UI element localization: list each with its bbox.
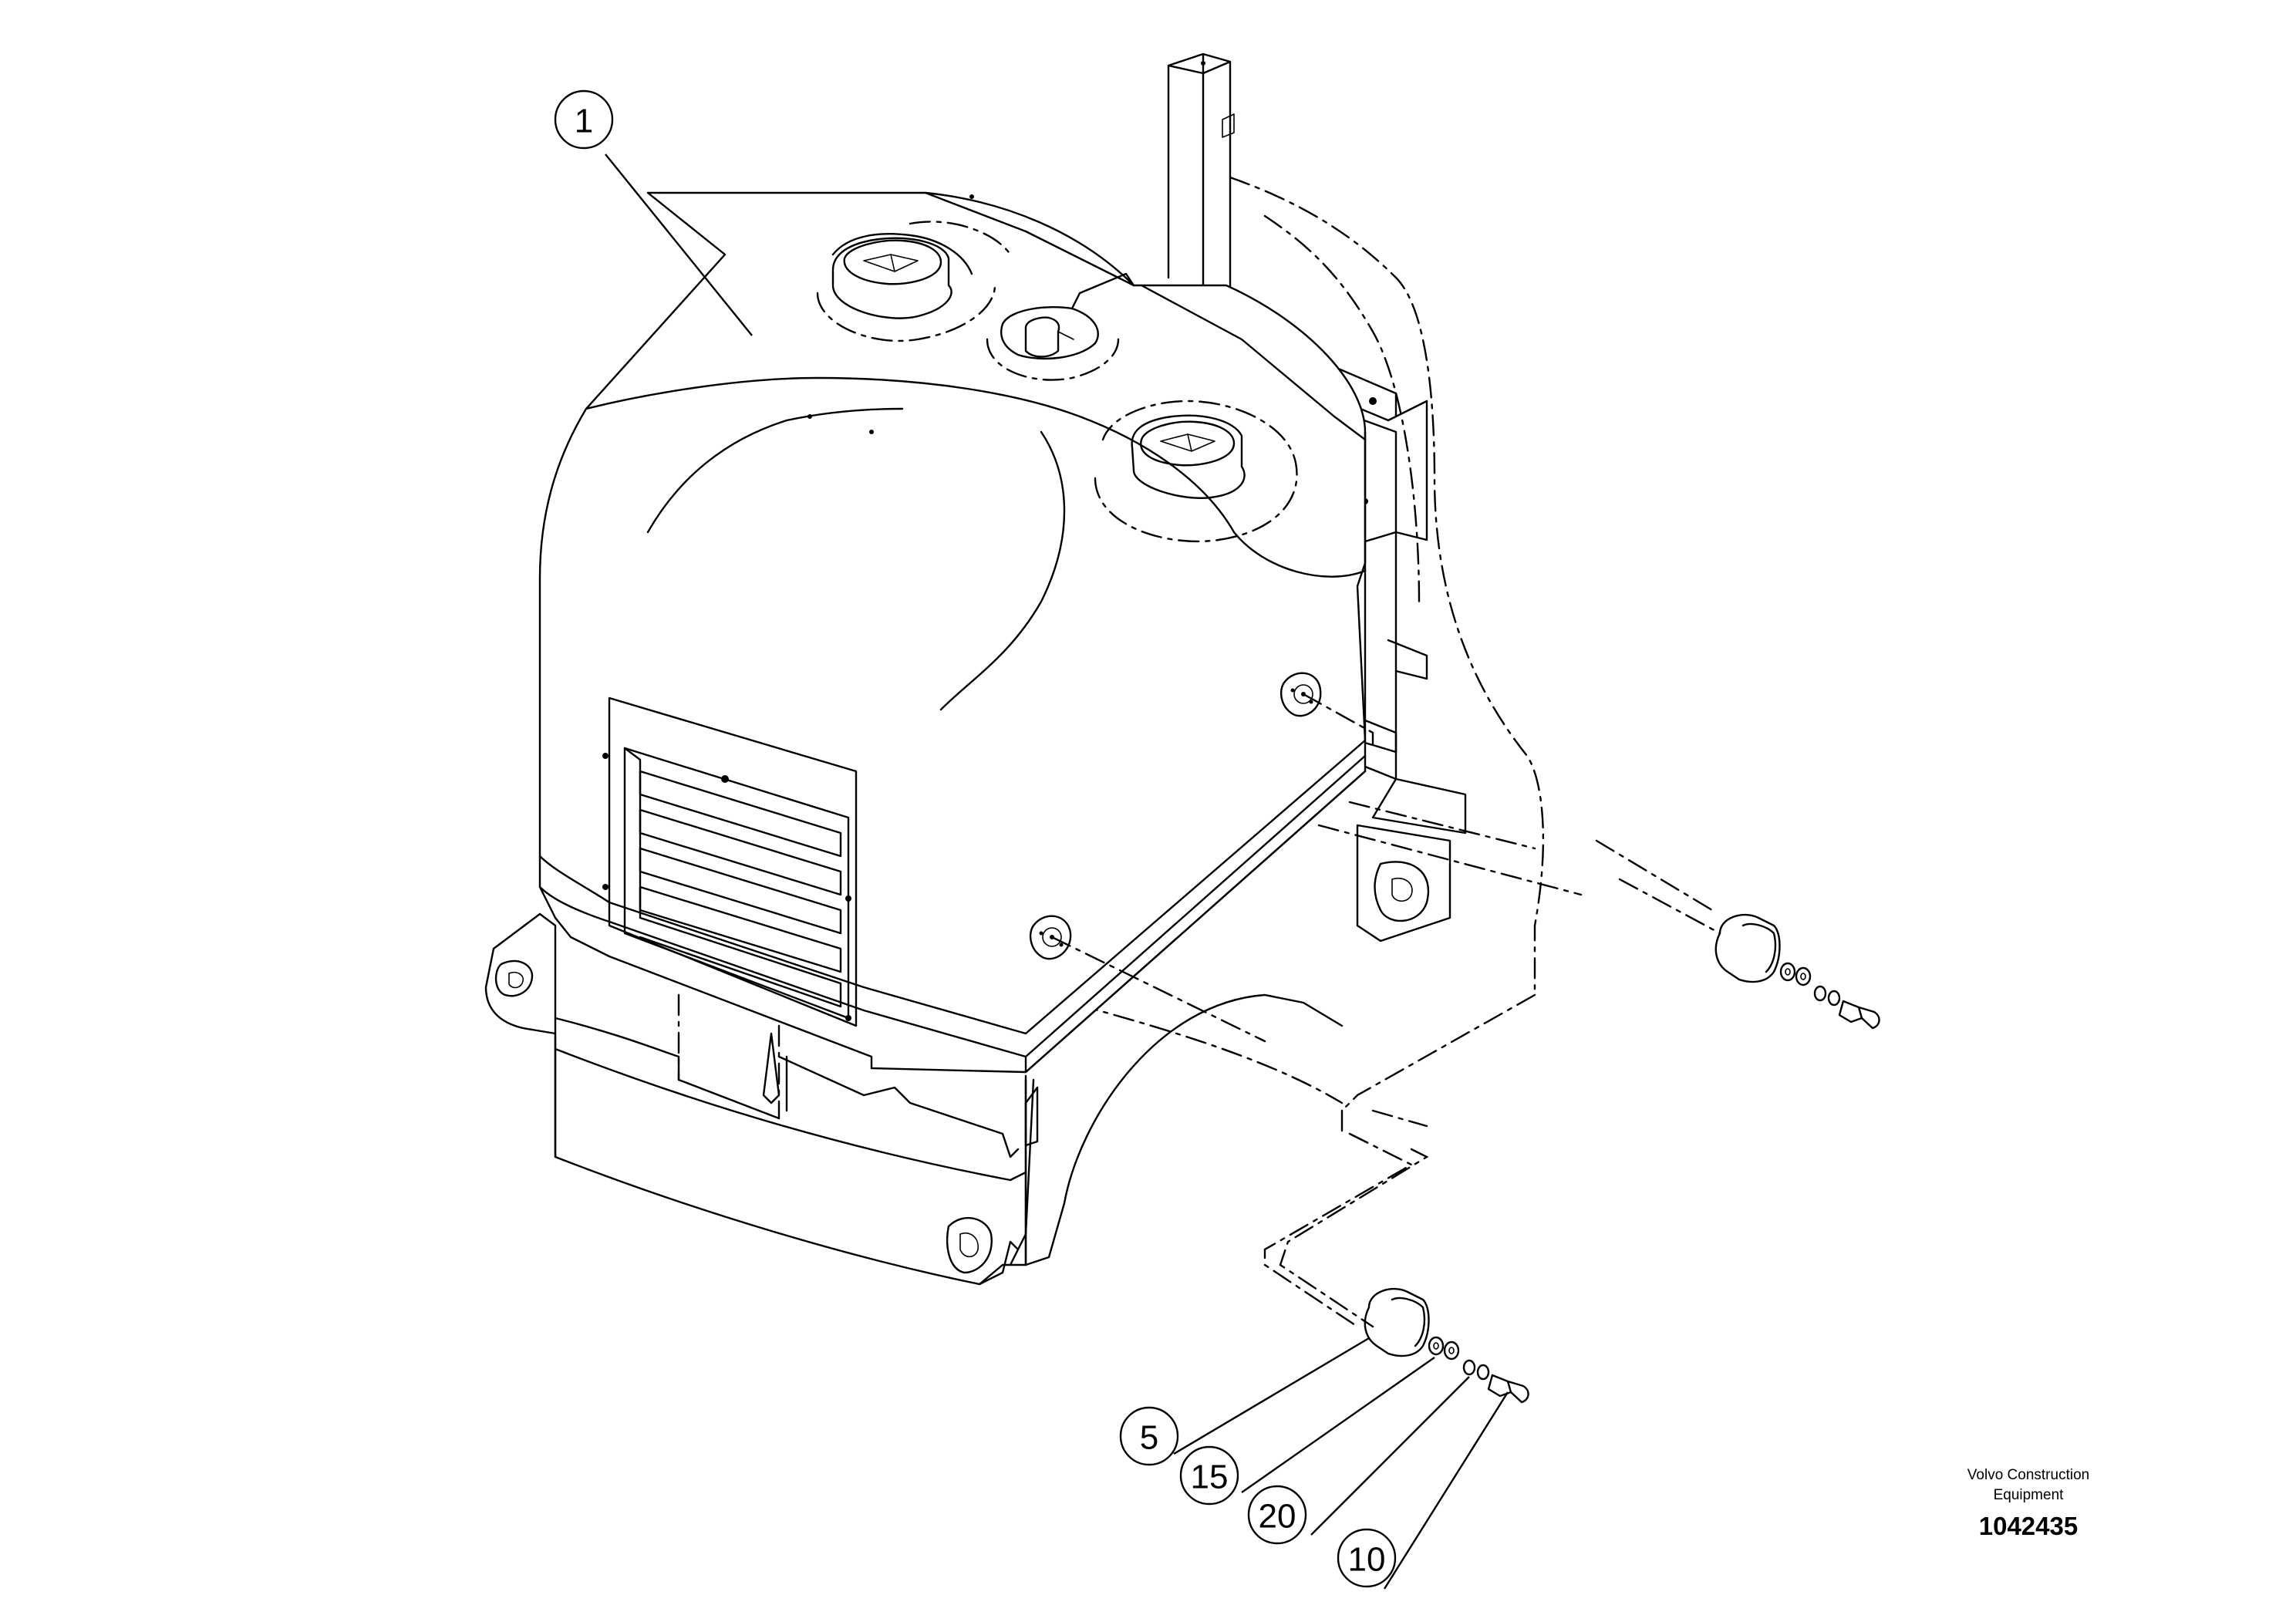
brand-line-1: Volvo Construction [1967, 1467, 2090, 1483]
callout-1-label: 1 [575, 103, 593, 140]
brand-credit: Volvo Construction Equipment [1905, 1465, 2152, 1506]
leader-15 [1241, 1357, 1435, 1493]
callout-20: 20 [1247, 1485, 1307, 1545]
leader-5 [1173, 1337, 1370, 1455]
rear-post [1167, 52, 1235, 325]
front-grille [602, 696, 858, 1027]
callout-15-label: 15 [1191, 1458, 1229, 1496]
document-number: 1042435 [1978, 1512, 2079, 1540]
mounting-grommet-lower [1029, 915, 1266, 1043]
callout-10: 10 [1337, 1528, 1397, 1588]
filler-cap-center [986, 272, 1135, 381]
callout-1: 1 [554, 89, 614, 150]
hidden-outline [677, 176, 1583, 1135]
callout-10-label: 10 [1348, 1541, 1386, 1579]
leader-1 [605, 153, 753, 336]
leader-10 [1383, 1391, 1509, 1590]
callout-20-label: 20 [1259, 1498, 1296, 1536]
hood-cover [538, 191, 1367, 1074]
lower-mount-hardware [1263, 1132, 1529, 1404]
brand-line-2: Equipment [1993, 1487, 2064, 1503]
filler-cap-right [1094, 400, 1298, 543]
filler-cap-left [816, 221, 1012, 342]
callout-15: 15 [1179, 1445, 1239, 1506]
callout-5: 5 [1119, 1406, 1179, 1466]
callout-5-label: 5 [1140, 1419, 1158, 1457]
leader-20 [1310, 1376, 1470, 1536]
counterweight [484, 912, 1344, 1286]
mounting-grommet-upper [1279, 672, 1374, 746]
upper-mount-hardware [1595, 839, 1880, 1030]
callout-leaders [605, 153, 1509, 1590]
